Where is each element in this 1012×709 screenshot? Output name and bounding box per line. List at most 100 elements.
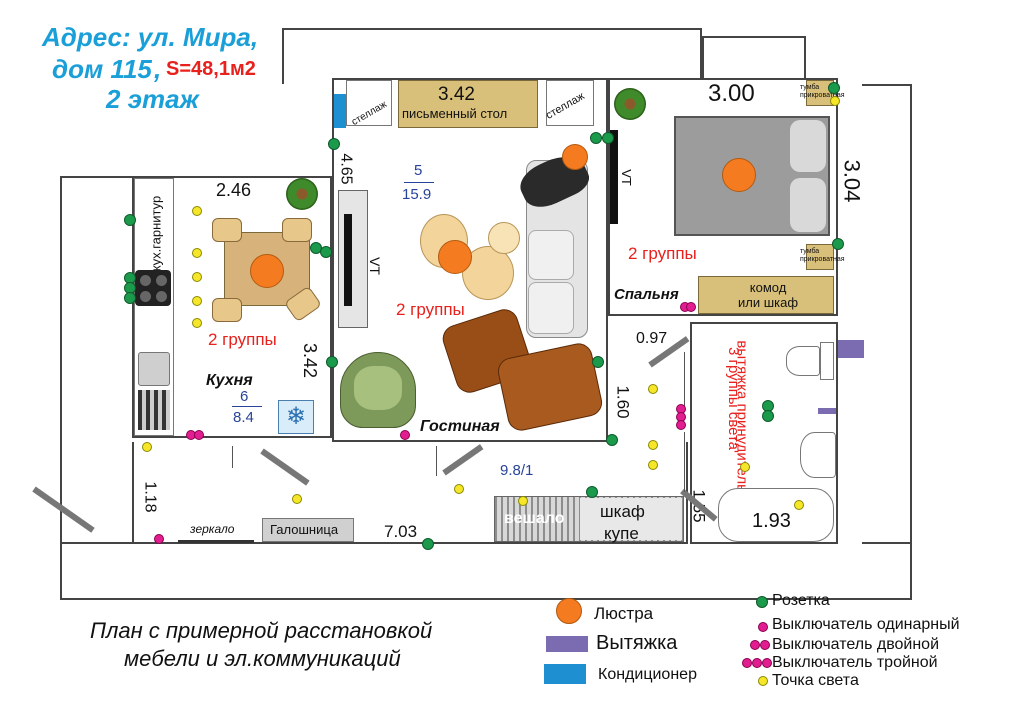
chandelier-icon [250,254,284,288]
bedroom-name: Спальня [614,286,679,303]
shelf-left [346,80,392,126]
desk [398,80,538,128]
switch-single-icon [154,534,164,544]
light-point-icon [648,460,658,470]
bedroom-tv-label: VT [618,169,634,186]
stove-burner-icon [140,291,151,302]
outer-wall-bottom [60,544,912,600]
toilet-tank [820,342,834,380]
door-swing-line [232,446,233,468]
plant-icon [286,178,318,210]
area-label: S=48,1м2 [166,58,256,80]
desk-label: письменный стол [402,106,508,121]
light-point-icon [192,248,202,258]
fridge-icon: ❄ [278,400,314,434]
socket-icon [602,132,614,144]
shoe-cabinet [262,518,354,542]
switch-single-icon [676,420,686,430]
socket-icon [606,434,618,446]
light-point-icon [192,206,202,216]
bathtub-icon [718,488,834,542]
legend-ac: Кондиционер [598,666,697,683]
light-point-icon [292,494,302,504]
light-point-icon [192,296,202,306]
legend-socket-icon [756,596,768,608]
side-table [488,222,520,254]
stove-icon [135,270,171,306]
sink-icon [138,352,170,386]
kitchen-area: 8.4 [233,409,254,426]
wardrobe-label-b: купе [604,524,639,543]
door-swing-line [684,352,685,412]
legend-chandelier: Люстра [594,604,654,623]
light-point-icon [142,442,152,452]
switch-single-icon [194,430,204,440]
plant-icon [614,88,646,120]
socket-icon [828,82,840,94]
legend-switch1-icon [758,622,768,632]
switch-single-icon [686,302,696,312]
hall-area: 9.8/1 [500,462,534,479]
light-point-icon [830,96,840,106]
light-point-icon [648,440,658,450]
legend-light-icon [758,676,768,686]
sofa-cushion [528,282,574,334]
sink-bath-icon [800,432,836,478]
bath-h1: 1.60 [613,385,633,419]
chandelier-icon [438,240,472,274]
door-swing-line [436,446,437,476]
socket-icon [590,132,602,144]
legend-hood-icon [546,636,588,652]
socket-icon [326,356,338,368]
legend-switch1: Выключатель одинарный [772,616,960,633]
hood-vent-icon [818,408,836,414]
bedroom-width: 3.00 [708,80,755,107]
shelf-right [546,80,594,126]
bedroom-groups: 2 группы [628,244,697,263]
switch-single-icon [400,430,410,440]
living-groups: 2 группы [396,300,465,319]
chandelier-icon [722,158,756,192]
kitchen-height: 3.42 [300,342,321,379]
floor-label: 2 этаж [106,84,199,114]
legend-switch3-icon [742,658,752,668]
mirror-label: зеркало [190,522,235,536]
nightstand [806,244,834,270]
living-name: Гостиная [420,418,500,435]
wardrobe-label-a: шкаф [600,502,645,521]
socket-icon [328,138,340,150]
socket-icon [592,356,604,368]
bath-w2: 1.93 [752,510,791,532]
kitchen-fraction-line [232,406,262,407]
living-num: 5 [414,162,423,179]
legend-socket: Розетка [772,592,830,609]
kitchen-chair-icon [212,218,242,242]
kitchen-width: 2.46 [216,180,252,200]
socket-icon [124,292,136,304]
legend-switch2-icon [760,640,770,650]
chandelier-icon [562,144,588,170]
socket-icon [586,486,598,498]
address-line2-sep: , [154,54,162,84]
light-point-icon [192,272,202,282]
address-line1: Адрес: ул. Мира, [42,22,259,52]
socket-icon [422,538,434,550]
wardrobe-inner [580,498,682,540]
dresser [698,276,834,314]
pillow [790,120,826,172]
socket-icon [320,246,332,258]
legend-light: Точка света [772,672,859,689]
toilet-icon [786,346,820,376]
hood-vent-icon [838,340,864,358]
legend-switch3-icon [762,658,772,668]
socket-icon [762,410,774,422]
stove-burner-icon [156,291,167,302]
hanger-label: вешало [504,510,565,527]
legend-ac-icon [544,664,586,684]
desk-size: 3.42 [438,84,475,105]
outer-wall-top-right [702,36,806,84]
bedroom-height: 3.04 [839,159,865,203]
legend-switch3-icon [752,658,762,668]
